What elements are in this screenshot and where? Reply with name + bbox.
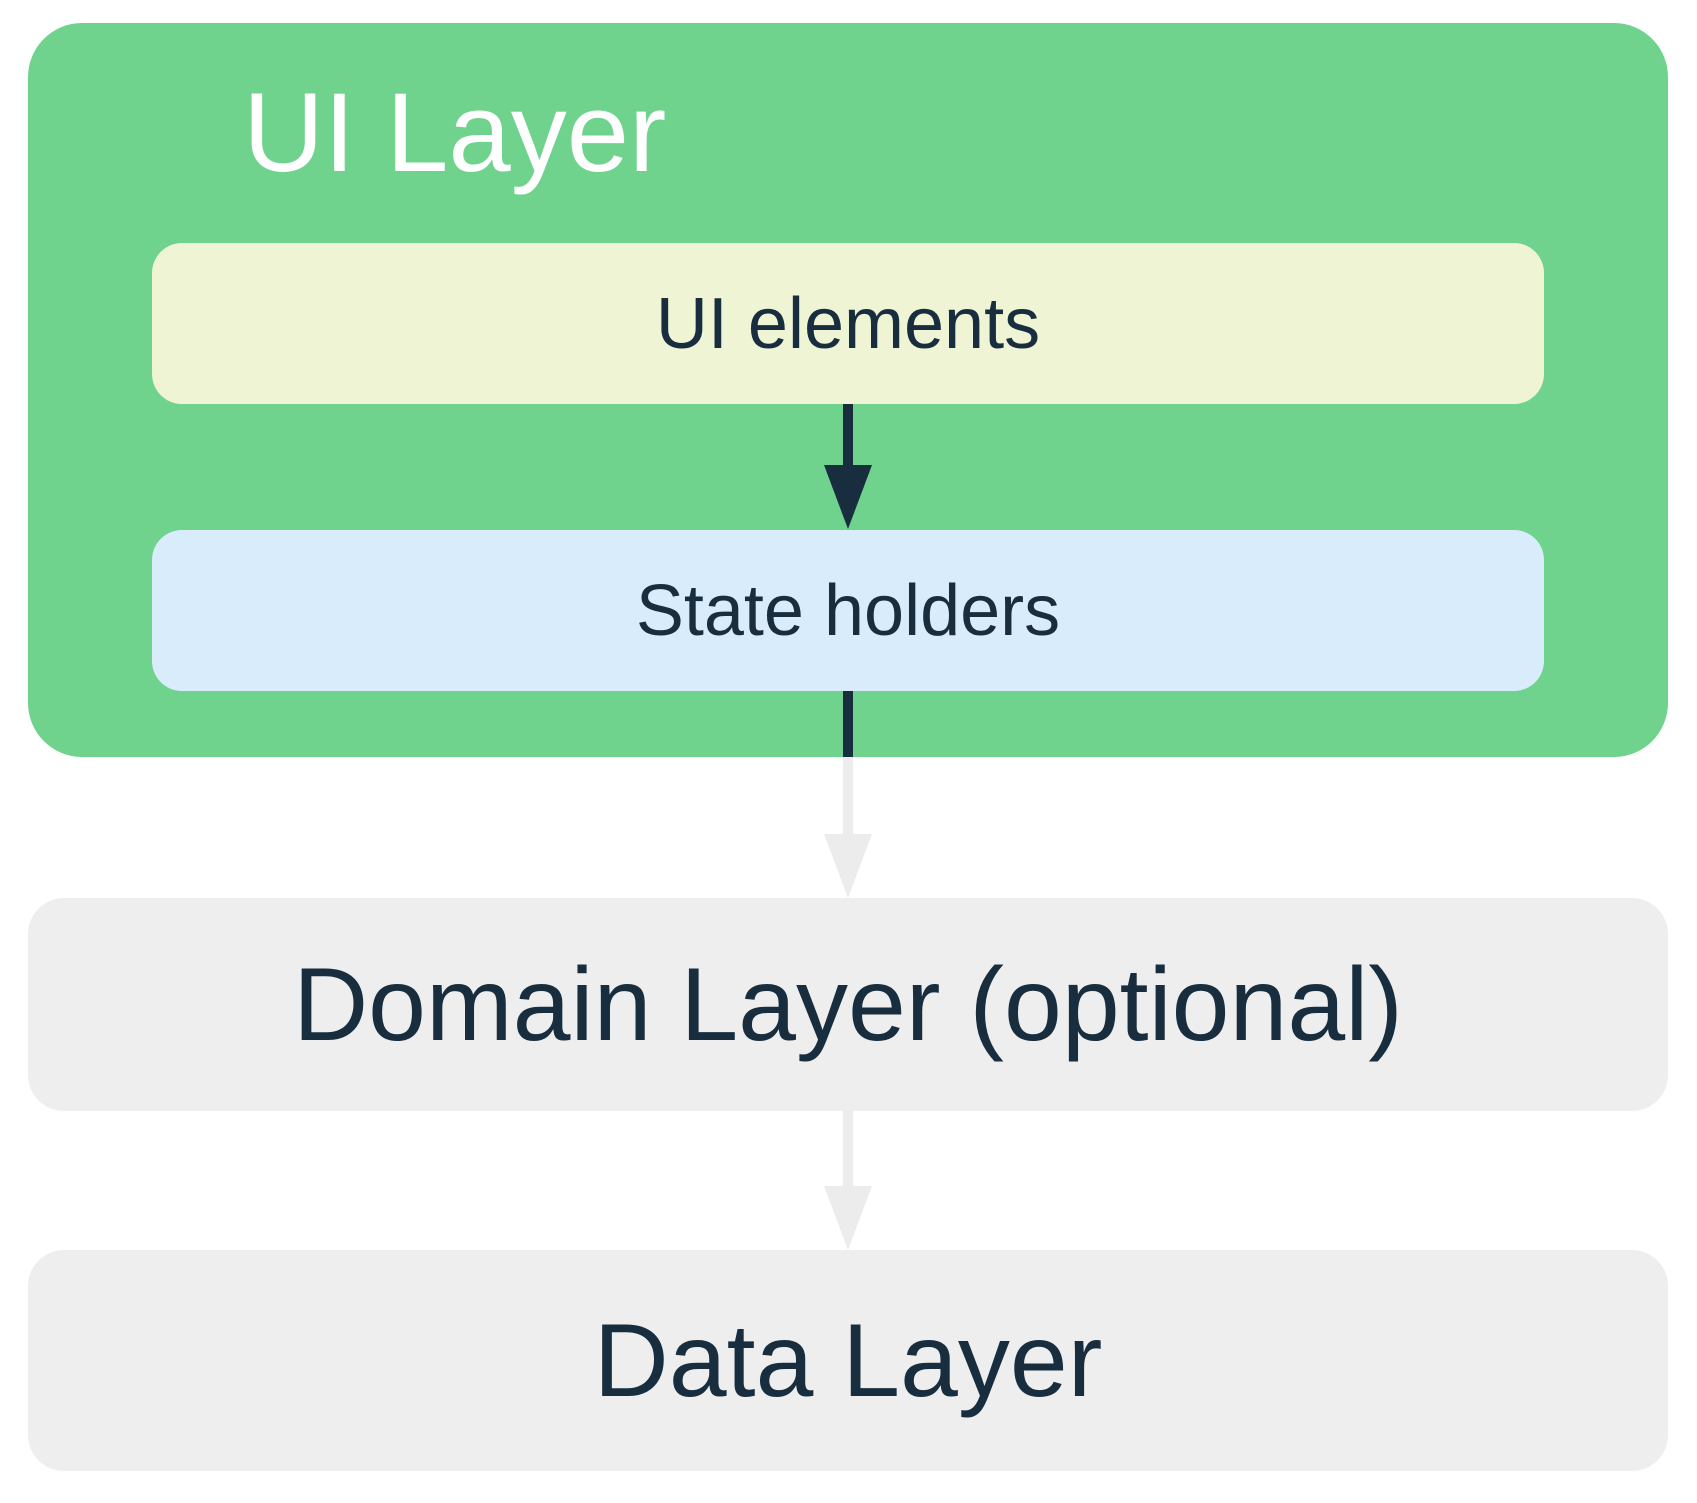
domain-layer-label: Domain Layer (optional)	[293, 946, 1403, 1063]
state-holders-box: State holders	[152, 530, 1544, 691]
ui-layer-label: UI Layer	[243, 70, 667, 195]
arrow-ui-elements-to-state-holders	[824, 404, 872, 529]
arrow-state-holders-to-domain-layer	[824, 691, 872, 898]
ui-layer-box: UI Layer UI elements State holders	[28, 23, 1668, 757]
data-layer-label: Data Layer	[593, 1302, 1103, 1419]
ui-elements-box: UI elements	[152, 243, 1544, 404]
ui-elements-label: UI elements	[655, 283, 1041, 364]
arrow-domain-layer-to-data-layer	[824, 1111, 872, 1250]
data-layer-box: Data Layer	[28, 1250, 1668, 1471]
domain-layer-box: Domain Layer (optional)	[28, 898, 1668, 1111]
state-holders-label: State holders	[635, 570, 1061, 651]
